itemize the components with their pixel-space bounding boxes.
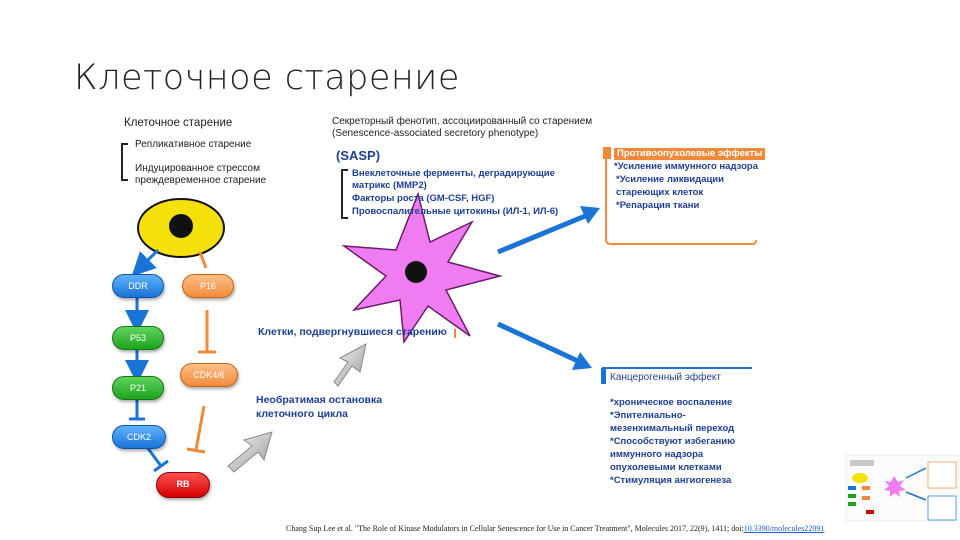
node-p16: P16: [182, 274, 234, 298]
node-cdk2: CDK2: [112, 425, 166, 449]
arrow-cell-to-ddr: [131, 248, 160, 277]
carcinogenic-line-7: *Стимуляция ангиогенеза: [610, 475, 732, 486]
left-panel-heading: Клеточное старение: [124, 117, 233, 129]
antitumor-line-4: *Репарация ткани: [616, 200, 700, 211]
citation-text: Chang Sup Lee et al. "The Role of Kinase…: [286, 524, 744, 533]
arrest-label-1: Необратимая остановка: [256, 394, 383, 406]
gray-arrow-lower: [227, 431, 273, 473]
antitumor-line-3: стареющих клеток: [616, 187, 704, 198]
slide-title: Клеточное старение: [74, 58, 460, 98]
senescent-cells-label-tick: [454, 329, 456, 338]
replicative-senescence-label: Репликативное старение: [135, 139, 252, 150]
carcinogenic-line-3: мезенхимальный переход: [610, 423, 735, 434]
sasp-label: (SASP): [336, 148, 381, 163]
inhibit-cdk46-rb: [194, 405, 206, 451]
stress-induced-label-1: Индуцированное стрессом: [135, 163, 260, 174]
node-ddr: DDR: [112, 274, 164, 298]
citation-doi-link[interactable]: 10.3390/molecules22091: [743, 524, 825, 533]
carcinogenic-line-6: опухолевыми клетками: [610, 462, 722, 473]
senescent-cell-nucleus: [405, 261, 427, 283]
inhibit-cdk2-rb: [145, 446, 163, 467]
thumbnail-image: [845, 454, 959, 522]
node-cdk46: CDK4/6: [180, 363, 238, 387]
antitumor-line-1: *Усиление иммунного надзора: [614, 161, 758, 172]
sasp-bracket: [341, 169, 348, 219]
sasp-heading-2: (Senescence-associated secretory phenoty…: [332, 128, 539, 139]
gray-arrow-upper: [333, 343, 367, 387]
carcinogenic-line-2: *Эпителиально-: [610, 410, 686, 421]
carcinogenic-title: Канцерогенный эффект: [610, 372, 721, 383]
node-p21: P21: [112, 376, 164, 400]
node-p53: P53: [112, 326, 164, 350]
arrow-to-carcinogenic: [496, 321, 582, 365]
arrow-cell-to-p16: [198, 251, 208, 269]
sasp-item3: Провоспалительные цитокины (ИЛ-1, ИЛ-6): [352, 206, 559, 217]
antitumor-title: Противоопухолевые эффекты: [614, 148, 766, 160]
node-rb: RB: [156, 472, 210, 498]
arrow-to-antitumor: [497, 211, 591, 255]
sasp-item1-line2: матрикс (MMP2): [352, 180, 427, 191]
carcinogenic-line-4: *Способствуют избеганию: [610, 436, 736, 447]
citation: Chang Sup Lee et al. "The Role of Kinase…: [286, 524, 960, 533]
antitumor-line-2: *Усиление ликвидации: [616, 174, 724, 185]
carcinogenic-line-5: иммунного надзора: [610, 449, 704, 460]
stress-induced-label-2: преждевременное старение: [135, 175, 267, 186]
sasp-item2: Факторы роста (GM-CSF, HGF): [352, 193, 495, 204]
antitumor-box: [605, 148, 757, 245]
sasp-heading-1: Секреторный фенотип, ассоциированный со …: [332, 116, 593, 127]
left-bracket: [121, 143, 128, 181]
sasp-item1-line1: Внеклеточные ферменты, деградирующие: [352, 168, 555, 179]
normal-cell-nucleus: [169, 214, 193, 238]
arrest-label-2: клеточного цикла: [256, 408, 348, 420]
senescent-cells-label: Клетки, подвергнувшиеся старению: [258, 326, 447, 338]
carcinogenic-line-1: *хроническое воспаление: [610, 397, 733, 408]
